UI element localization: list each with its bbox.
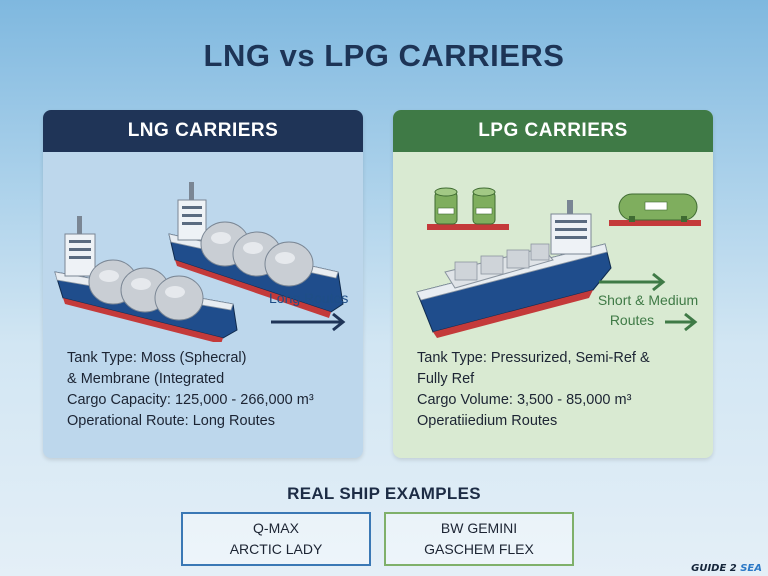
lpg-route-label: Short & Medium Routes [589, 290, 707, 330]
lng-specs: Tank Type: Moss (Sphecral) & Membrane (I… [67, 348, 314, 432]
lng-panel-header: LNG CARRIERS [43, 110, 363, 152]
lng-spec-line: Tank Type: Moss (Sphecral) [67, 350, 247, 366]
lng-spec-line: Operational Route: Long Routes [67, 413, 275, 429]
watermark-part: GUIDE 2 [691, 563, 741, 574]
lpg-route-label-line: Short & Medium [597, 292, 699, 308]
lpg-example-name: GASCHEM FLEX [424, 541, 534, 557]
vertical-storage-tanks [427, 187, 509, 230]
lpg-ship [416, 200, 612, 338]
watermark-part: SEA [740, 563, 762, 574]
lpg-spec-line: Operatiiedium Routes [417, 413, 558, 429]
lng-spec-line: & Membrane (Integrated [67, 371, 225, 387]
lng-route-label: Long Routes [269, 290, 349, 306]
lng-panel: LNG CARRIERS [43, 110, 363, 458]
lng-ship-front [54, 216, 238, 342]
lng-example-name: ARCTIC LADY [229, 541, 323, 557]
lpg-route-label-line: Routes [609, 312, 655, 328]
page-title: LNG vs LPG CARRIERS [203, 38, 565, 73]
lpg-spec-line: Fully Ref [417, 371, 475, 387]
lpg-spec-line: Tank Type: Pressurized, Semi-Ref & [417, 350, 650, 366]
lng-examples-box: Q-MAX ARCTIC LADY [181, 512, 371, 566]
short-route-arrows [599, 272, 698, 332]
lpg-specs: Tank Type: Pressurized, Semi-Ref & Fully… [417, 348, 650, 432]
lpg-spec-line: Cargo Volume: 3,500 - 85,000 m³ [417, 392, 632, 408]
lng-ship-illustration [54, 182, 346, 342]
long-route-arrow [271, 312, 346, 332]
watermark-logo: GUIDE 2 SEA [691, 563, 762, 574]
examples-title: REAL SHIP EXAMPLES [287, 484, 481, 503]
lpg-panel: LPG CARRIERS [393, 110, 713, 458]
lpg-panel-header: LPG CARRIERS [393, 110, 713, 152]
horizontal-storage-tank [609, 193, 701, 226]
lpg-ship-illustration [416, 187, 701, 338]
lng-spec-line: Cargo Capacity: 125,000 - 266,000 m³ [67, 392, 314, 408]
lpg-example-name: BW GEMINI [440, 520, 518, 536]
lng-ship-back [168, 182, 344, 318]
lng-example-name: Q-MAX [253, 520, 299, 536]
lpg-examples-box: BW GEMINI GASCHEM FLEX [384, 512, 574, 566]
